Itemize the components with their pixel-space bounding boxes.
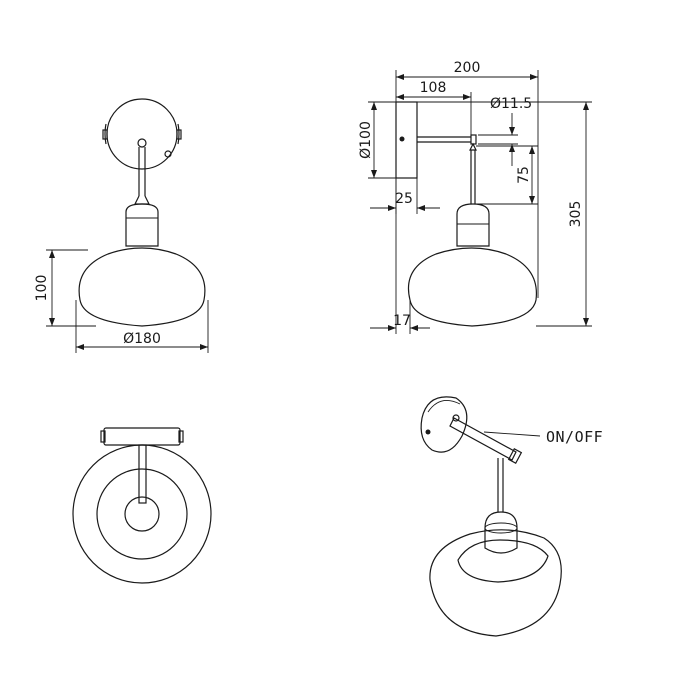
lamp-holder-front: [125, 203, 159, 247]
dim-shade-height: 100: [34, 249, 96, 327]
woven-shade-perspective: [429, 529, 562, 637]
dim-total-height: 305: [417, 101, 592, 327]
shade-diameter-label: Ø180: [123, 331, 161, 347]
front-view: 100 Ø180: [34, 98, 209, 353]
arm-side: [417, 134, 477, 204]
perspective-view: ON/OFF: [420, 396, 603, 637]
total-height-label: 305: [568, 201, 584, 228]
woven-shade-front: [78, 247, 206, 327]
wall-plate-side: [395, 101, 418, 179]
dim-base-depth: 25: [370, 178, 440, 214]
wall-plate-top: [100, 427, 184, 446]
base-diameter-label: Ø100: [358, 121, 374, 159]
arm-top: [138, 444, 147, 504]
shade-offset-label: 17: [393, 313, 411, 329]
total-depth-label: 200: [454, 60, 481, 76]
woven-shade-top: [72, 444, 212, 584]
shade-height-label: 100: [34, 275, 50, 302]
dim-shade-offset: 17: [370, 178, 430, 334]
side-view: 200 108 Ø11.5 Ø100 75: [358, 60, 592, 334]
lamp-holder-side: [456, 203, 490, 247]
dim-switch-diameter: Ø11.5: [478, 96, 532, 166]
on-off-callout: ON/OFF: [483, 428, 603, 446]
dim-base-diameter: Ø100: [358, 101, 396, 179]
dim-shade-diameter: Ø180: [75, 300, 209, 353]
dim-total-depth: 200: [395, 60, 539, 298]
dim-arm-length: 108: [396, 80, 472, 135]
wall-plate-front: [102, 98, 182, 170]
wall-plate-perspective: [420, 396, 468, 453]
drop-rod-perspective: [497, 458, 504, 512]
switch-diameter-label: Ø11.5: [490, 96, 532, 112]
woven-shade-side: [407, 247, 538, 327]
lamp-holder-perspective: [484, 511, 518, 554]
dim-drop-length: 75: [476, 145, 538, 205]
top-view: [72, 427, 212, 584]
arm-perspective: [449, 417, 523, 464]
base-depth-label: 25: [395, 191, 413, 207]
drop-length-label: 75: [516, 166, 532, 184]
arm-front: [134, 147, 150, 205]
on-off-label: ON/OFF: [546, 428, 603, 446]
arm-length-label: 108: [420, 80, 447, 96]
